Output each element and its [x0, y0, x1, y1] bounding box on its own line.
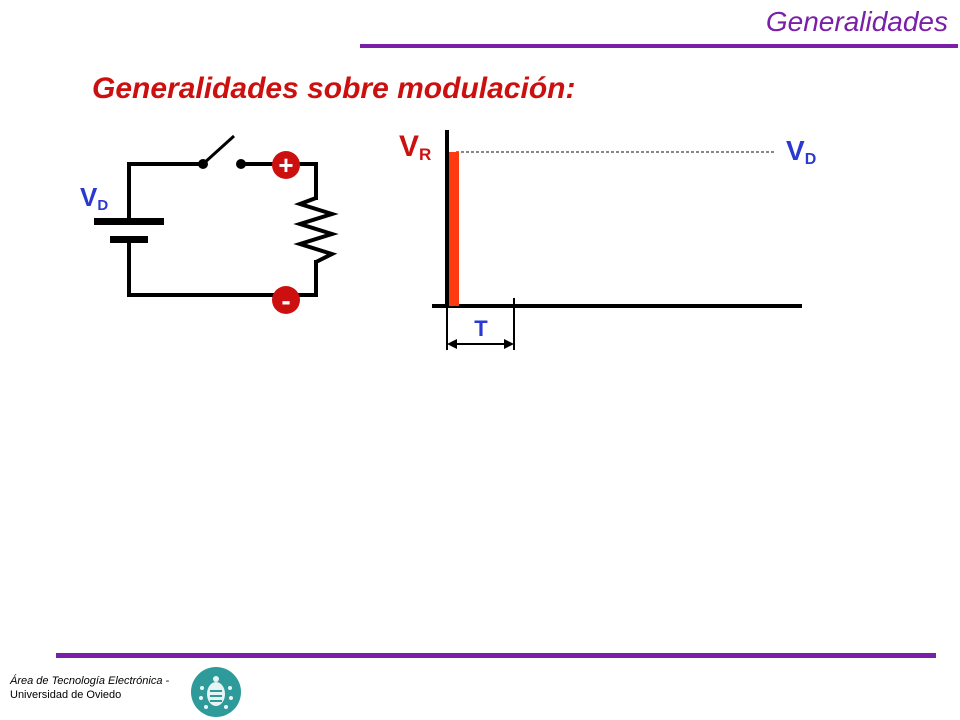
- switch: [198, 134, 246, 169]
- footer-credit: Área de Tecnología Electrónica - Univers…: [10, 674, 169, 702]
- minus-terminal: -: [272, 285, 300, 316]
- plus-terminal: +: [272, 150, 300, 180]
- level-voltage-label: VD: [786, 135, 816, 168]
- header-divider: [360, 44, 958, 48]
- pulse-voltage-label: VR: [399, 130, 431, 164]
- circuit-wires: [127, 162, 318, 297]
- circuit: + - VD: [80, 134, 339, 316]
- header-title: Generalidades: [765, 6, 948, 37]
- period-arrow: [447, 339, 514, 349]
- footer-divider: [56, 653, 936, 658]
- slide-title: Generalidades sobre modulación:: [92, 72, 576, 105]
- footer-line-2: Universidad de Oviedo: [10, 689, 122, 701]
- source-voltage-label: VD: [80, 182, 108, 214]
- voltage-plot: VR VD T: [399, 130, 816, 350]
- university-logo-icon: [191, 667, 241, 717]
- battery: [94, 218, 164, 243]
- pulse-bar: [449, 152, 459, 306]
- footer-line-1: Área de Tecnología Electrónica -: [10, 675, 170, 687]
- plus-sign: +: [278, 150, 293, 180]
- period-label: T: [474, 316, 488, 341]
- minus-sign: -: [281, 285, 290, 316]
- modulation-diagram: + - VD VR VD T: [80, 130, 816, 350]
- resistor: [293, 196, 339, 264]
